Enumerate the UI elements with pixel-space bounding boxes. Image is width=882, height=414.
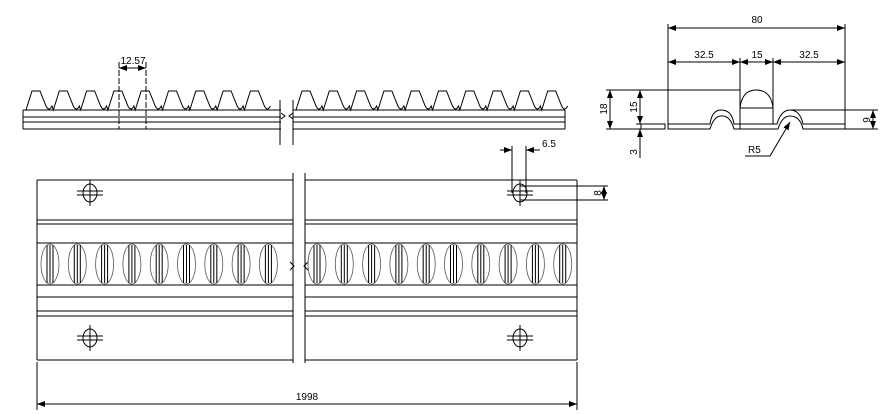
bend-radius-leader [745, 121, 791, 157]
tooth-flat-lines [313, 245, 321, 283]
tooth-flat-lines [210, 245, 218, 283]
tooth-flat-lines [155, 245, 163, 283]
tooth-oval [204, 243, 224, 285]
break-mark-side [280, 112, 294, 120]
tooth-flat-lines [531, 245, 539, 283]
section-dimension-extensions [606, 89, 878, 130]
tooth-flat-lines [477, 245, 485, 283]
break-mark-plan [289, 261, 309, 271]
pitch-extension-lines [118, 62, 147, 129]
tooth-oval [444, 243, 463, 285]
plan-view: 6.5 8 1998 [36, 139, 608, 410]
tooth-flat-lines [422, 245, 430, 283]
teeth-plan-row [40, 243, 573, 285]
tooth-oval [416, 243, 436, 285]
tooth-flat-lines [73, 245, 81, 283]
tooth-oval [40, 243, 60, 285]
tooth-oval [553, 243, 573, 285]
tooth-flat-lines [559, 245, 567, 283]
tooth-oval [67, 243, 87, 285]
section-profile [640, 89, 846, 130]
tooth-flat-lines [101, 245, 109, 283]
rack-base-left [22, 100, 281, 145]
section-view: 80 32.5 15 32.5 18 15 3 9 R5 [599, 15, 878, 158]
tooth-oval [258, 243, 278, 285]
tooth-profile [293, 90, 569, 112]
tooth-flat-lines [340, 245, 348, 283]
tooth-oval [362, 243, 382, 285]
pitch-label: 12.57 [120, 56, 145, 67]
tooth-oval [122, 243, 142, 285]
tooth-oval [231, 243, 251, 285]
tooth-oval [498, 243, 518, 285]
mounting-holes [77, 180, 533, 351]
tooth-flat-lines [504, 245, 512, 283]
rack-base-right [292, 100, 566, 145]
overall-width-label: 80 [751, 15, 763, 26]
tooth-profile [23, 90, 271, 112]
tooth-oval [177, 243, 196, 285]
break-lines [36, 173, 578, 410]
rack-teeth [23, 90, 569, 112]
tooth-flat-lines [237, 245, 245, 283]
bend-radius-label: R5 [748, 145, 761, 156]
hole-centerline [77, 180, 103, 206]
hole-dimension-extensions [511, 146, 608, 201]
tooth-oval [149, 243, 169, 285]
tooth-oval [95, 243, 114, 285]
tooth-flat-lines [395, 245, 403, 283]
tooth-flat-lines [264, 245, 272, 283]
plan-outline-left [36, 179, 293, 361]
hole-centerline [507, 325, 533, 351]
section-extension-lines [667, 24, 846, 124]
left-offset-label: 32.5 [694, 50, 714, 61]
tooth-oval [307, 243, 327, 285]
tooth-oval [526, 243, 545, 285]
tooth-flat-lines [450, 245, 457, 283]
hole-centerline [77, 325, 103, 351]
hole-width-label: 6.5 [542, 139, 556, 150]
plan-outline-right [305, 179, 578, 361]
tooth-width-label: 15 [751, 50, 763, 61]
tooth-flat-lines [128, 245, 136, 283]
hole-height-label: 8 [593, 190, 604, 196]
plate-thickness-label: 3 [629, 149, 640, 155]
tooth-flat-lines [46, 245, 54, 283]
tooth-oval [334, 243, 354, 285]
side-view: 12.57 [22, 56, 569, 145]
bend-height-label: 9 [862, 117, 873, 123]
tooth-oval [389, 243, 409, 285]
total-height-label: 18 [599, 103, 610, 115]
tooth-flat-lines [183, 245, 190, 283]
tooth-flat-lines [368, 245, 376, 283]
right-offset-label: 32.5 [799, 50, 819, 61]
length-label: 1998 [296, 392, 319, 403]
tooth-height-label: 15 [629, 101, 640, 113]
hole-centerline [507, 180, 533, 206]
tooth-oval [471, 243, 491, 285]
